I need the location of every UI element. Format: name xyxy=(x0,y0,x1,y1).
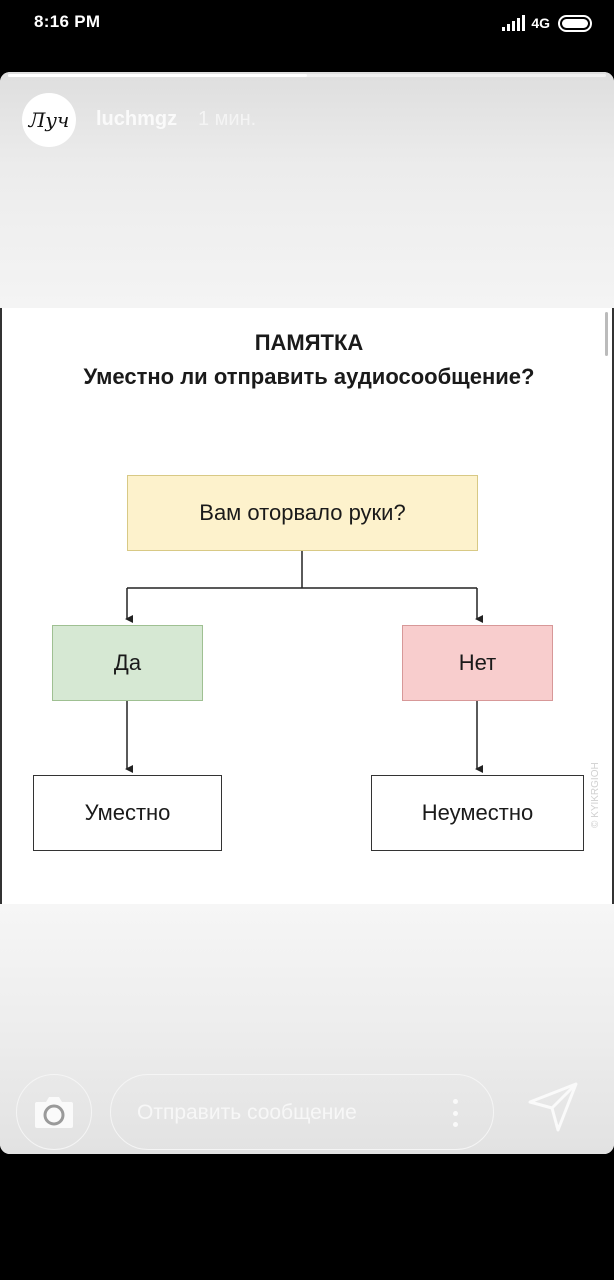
story-progress-fill xyxy=(8,74,307,77)
message-input[interactable]: Отправить сообщение xyxy=(110,1074,494,1150)
more-icon[interactable] xyxy=(453,1099,459,1127)
battery-icon xyxy=(558,14,592,32)
flowchart-yes-result-text: Уместно xyxy=(84,800,171,825)
network-label: 4G xyxy=(531,15,550,31)
memo-title: ПАМЯТКА xyxy=(254,330,364,355)
memo-question: Уместно ли отправить аудиосообщение? xyxy=(83,364,535,389)
flowchart-question-text: Вам оторвало руки? xyxy=(199,500,406,525)
story-progress-bar xyxy=(8,74,606,77)
flowchart-question-box: Вам оторвало руки? xyxy=(127,475,478,551)
flowchart-no-box: Нет xyxy=(402,625,553,701)
flowchart-yes-text: Да xyxy=(113,650,142,675)
send-icon[interactable] xyxy=(526,1080,580,1134)
flowchart-no-text: Нет xyxy=(458,650,497,675)
flowchart-connectors xyxy=(125,551,483,773)
story-card[interactable]: Луч luchmgz 1 мин. ПАМЯТКА Уместно ли от… xyxy=(0,72,614,1154)
scrollbar-thumb xyxy=(605,312,608,356)
flowchart-yes-result-box: Уместно xyxy=(33,775,222,851)
story-username[interactable]: luchmgz xyxy=(96,108,178,130)
camera-icon xyxy=(35,1097,73,1128)
status-time: 8:16 PM xyxy=(34,12,101,31)
watermark: © KYIKRGIOH xyxy=(590,762,601,828)
flowchart-yes-box: Да xyxy=(52,625,203,701)
story-time-ago: 1 мин. xyxy=(198,108,257,130)
status-bar: 8:16 PM 4G xyxy=(0,0,614,48)
signal-icon xyxy=(502,15,526,31)
story-image: ПАМЯТКА Уместно ли отправить аудиосообще… xyxy=(0,308,614,904)
flowchart-no-result-text: Неуместно xyxy=(421,800,534,825)
message-placeholder: Отправить сообщение xyxy=(137,1101,357,1124)
flowchart-no-result-box: Неуместно xyxy=(371,775,584,851)
story-header: Луч luchmgz 1 мин. xyxy=(0,72,614,308)
camera-button[interactable] xyxy=(16,1074,92,1150)
avatar[interactable]: Луч xyxy=(22,93,76,147)
story-footer: Отправить сообщение xyxy=(0,904,614,1154)
status-icons: 4G xyxy=(502,12,592,34)
avatar-logo: Луч xyxy=(28,108,70,132)
